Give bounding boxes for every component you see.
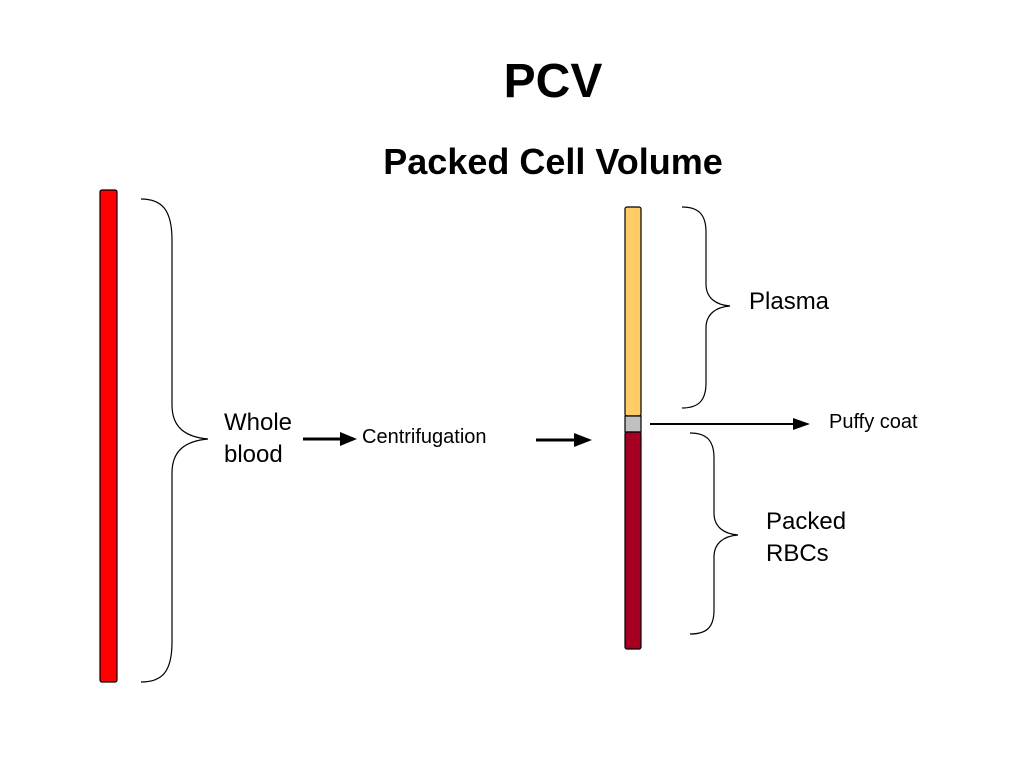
packed-rbcs-layer (624, 431, 642, 650)
plasma-layer (624, 206, 642, 417)
arrow-to-separated-tube (536, 433, 592, 447)
buffy-coat-layer (624, 415, 642, 433)
whole-blood-label-line2: blood (224, 441, 283, 468)
whole-blood-label-line1: Whole (224, 409, 293, 436)
centrifugation-label: Centrifugation (362, 426, 487, 448)
whole-blood-tube (99, 189, 118, 683)
centrifuged-tube (624, 206, 642, 650)
buffy-coat-label: Puffy coat (829, 411, 918, 433)
packed-rbcs-label: Packed RBCs (766, 506, 846, 570)
plasma-label: Plasma (749, 288, 830, 315)
buffy-coat-arrow (650, 418, 810, 430)
slide-title: PCV (503, 55, 603, 108)
arrow-to-centrifugation (303, 432, 357, 446)
whole-blood-label: Whole blood (224, 407, 292, 471)
whole-blood-brace (140, 198, 209, 683)
packed-rbcs-label-line1: Packed (766, 508, 847, 535)
packed-rbcs-label-line2: RBCs (766, 540, 829, 567)
slide-subtitle: Packed Cell Volume (383, 141, 723, 182)
plasma-brace (681, 206, 731, 409)
packed-rbcs-brace (689, 432, 739, 635)
